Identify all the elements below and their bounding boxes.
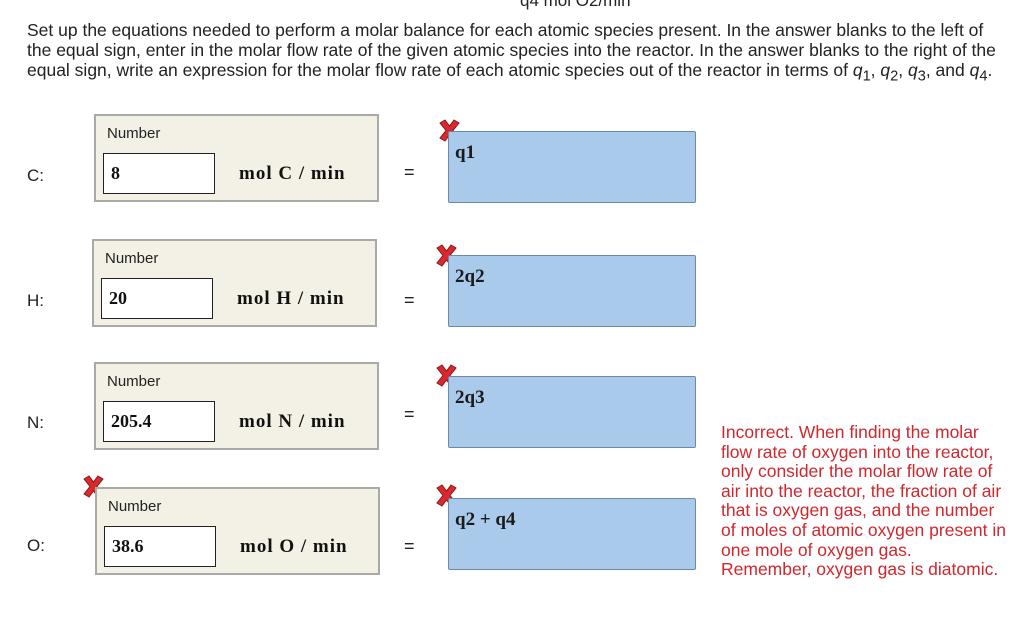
instructions-body: Set up the equations needed to perform a… bbox=[27, 20, 996, 80]
answer-expression-o: q2 + q4 bbox=[455, 509, 516, 530]
number-input-o[interactable]: 38.6 bbox=[104, 526, 216, 567]
row-label-n: N: bbox=[27, 413, 44, 432]
number-input-h[interactable]: 20 bbox=[101, 278, 213, 319]
number-caption: Number bbox=[107, 125, 161, 142]
unit-label-n: mol N / min bbox=[239, 411, 346, 432]
number-caption: Number bbox=[108, 498, 162, 515]
number-input-n[interactable]: 205.4 bbox=[103, 401, 215, 442]
answer-input-o[interactable]: q2 + q4 bbox=[448, 498, 696, 570]
equals-sign-c: = bbox=[404, 162, 415, 182]
equals-sign-o: = bbox=[404, 536, 415, 556]
unit-label-o: mol O / min bbox=[240, 536, 348, 557]
q2-symbol: q bbox=[880, 60, 891, 80]
number-caption: Number bbox=[105, 250, 159, 267]
header-clip: q4 mol O2/min bbox=[520, 0, 631, 10]
number-panel-n: Number 205.4 mol N / min bbox=[94, 362, 379, 450]
row-label-o: O: bbox=[27, 536, 45, 555]
equals-sign-n: = bbox=[404, 404, 415, 424]
row-label-h: H: bbox=[27, 291, 44, 310]
q3-subscript: 3 bbox=[917, 68, 926, 85]
answer-expression-h: 2q2 bbox=[455, 266, 485, 287]
q4-subscript: 4 bbox=[979, 68, 988, 85]
answer-expression-n: 2q3 bbox=[455, 387, 485, 408]
answer-input-c[interactable]: q1 bbox=[448, 131, 696, 203]
number-panel-c: Number 8 mol C / min bbox=[94, 114, 379, 202]
equals-sign-h: = bbox=[404, 290, 415, 310]
number-panel-o: Number 38.6 mol O / min bbox=[95, 487, 380, 575]
answer-input-n[interactable]: 2q3 bbox=[448, 376, 696, 448]
q1-subscript: 1 bbox=[862, 68, 871, 85]
unit-label-h: mol H / min bbox=[237, 288, 345, 309]
answer-input-h[interactable]: 2q2 bbox=[448, 255, 696, 327]
q1-symbol: q bbox=[852, 60, 863, 80]
incorrect-feedback: Incorrect. When finding the molar flow r… bbox=[721, 422, 1007, 580]
q3-symbol: q bbox=[907, 60, 918, 80]
q2-subscript: 2 bbox=[890, 68, 899, 85]
row-label-c: C: bbox=[27, 166, 44, 185]
number-panel-h: Number 20 mol H / min bbox=[92, 239, 377, 327]
q4-symbol: q bbox=[969, 60, 980, 80]
number-input-c[interactable]: 8 bbox=[103, 153, 215, 194]
number-caption: Number bbox=[107, 373, 161, 390]
and-text: , and bbox=[925, 60, 970, 80]
unit-label-c: mol C / min bbox=[239, 163, 346, 184]
instructions-text: Set up the equations needed to perform a… bbox=[27, 20, 996, 85]
answer-expression-c: q1 bbox=[455, 142, 476, 163]
